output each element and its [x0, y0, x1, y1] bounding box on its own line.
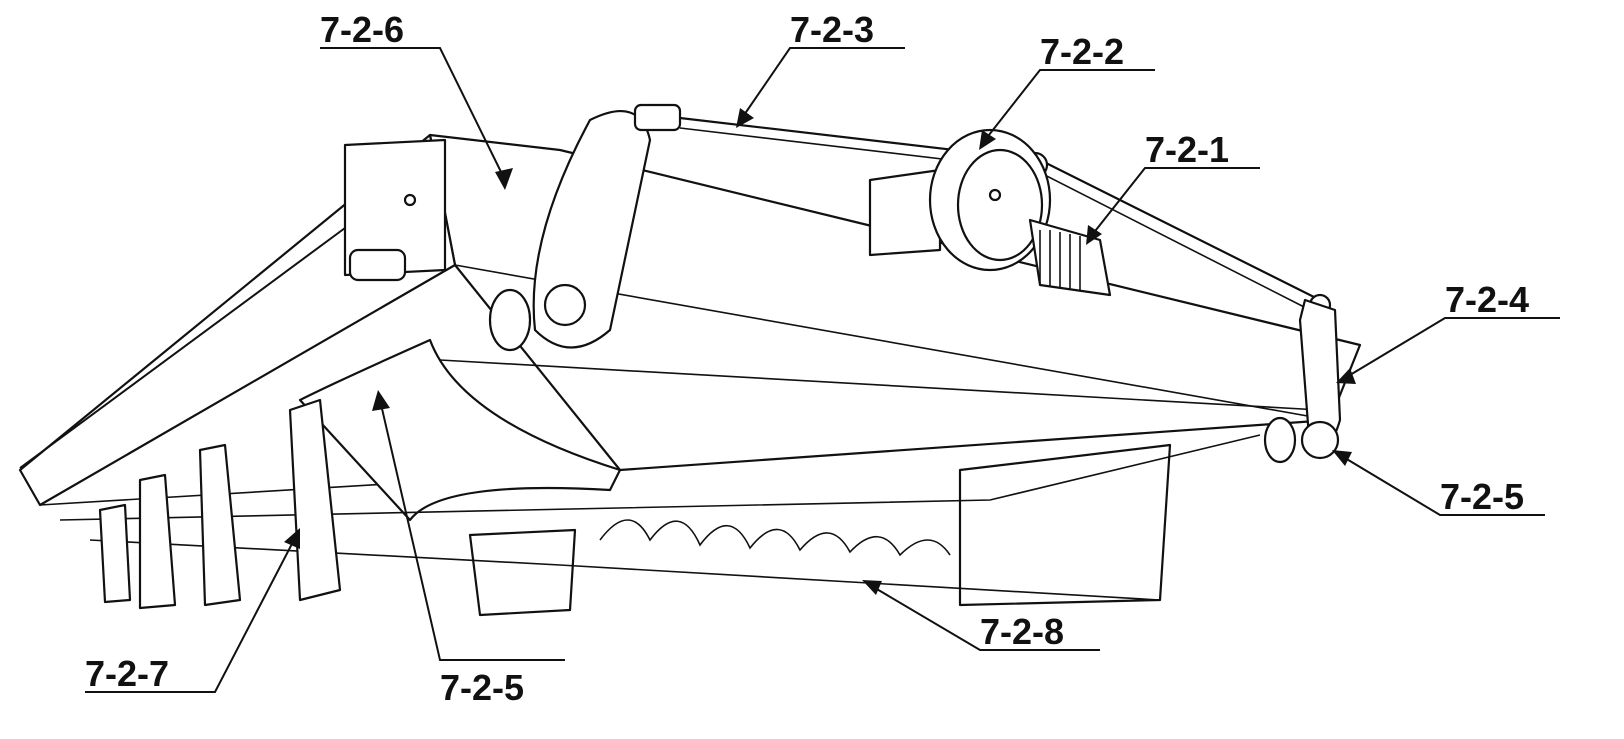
motor-assembly [868, 128, 1112, 297]
part-labels: 7-2-6 7-2-3 7-2-2 7-2-1 7-2-4 7-2-5 7-2-… [85, 9, 1529, 708]
helical-spring [599, 519, 951, 557]
label-7-2-4: 7-2-4 [1445, 279, 1529, 320]
label-7-2-2: 7-2-2 [1040, 31, 1124, 72]
lower-trough [59, 338, 1261, 617]
label-7-2-1: 7-2-1 [1145, 129, 1229, 170]
leader-lines [19, 47, 1560, 693]
label-7-2-8: 7-2-8 [980, 611, 1064, 652]
end-bracket-block [343, 138, 447, 282]
right-link [1263, 298, 1342, 464]
label-7-2-6: 7-2-6 [320, 9, 404, 50]
swing-arm [488, 103, 682, 352]
label-7-2-5-right: 7-2-5 [1440, 476, 1524, 517]
label-7-2-3: 7-2-3 [790, 9, 874, 50]
label-7-2-7: 7-2-7 [85, 653, 169, 694]
label-7-2-5-bottom: 7-2-5 [440, 667, 524, 708]
wrap-bands [98, 398, 342, 610]
